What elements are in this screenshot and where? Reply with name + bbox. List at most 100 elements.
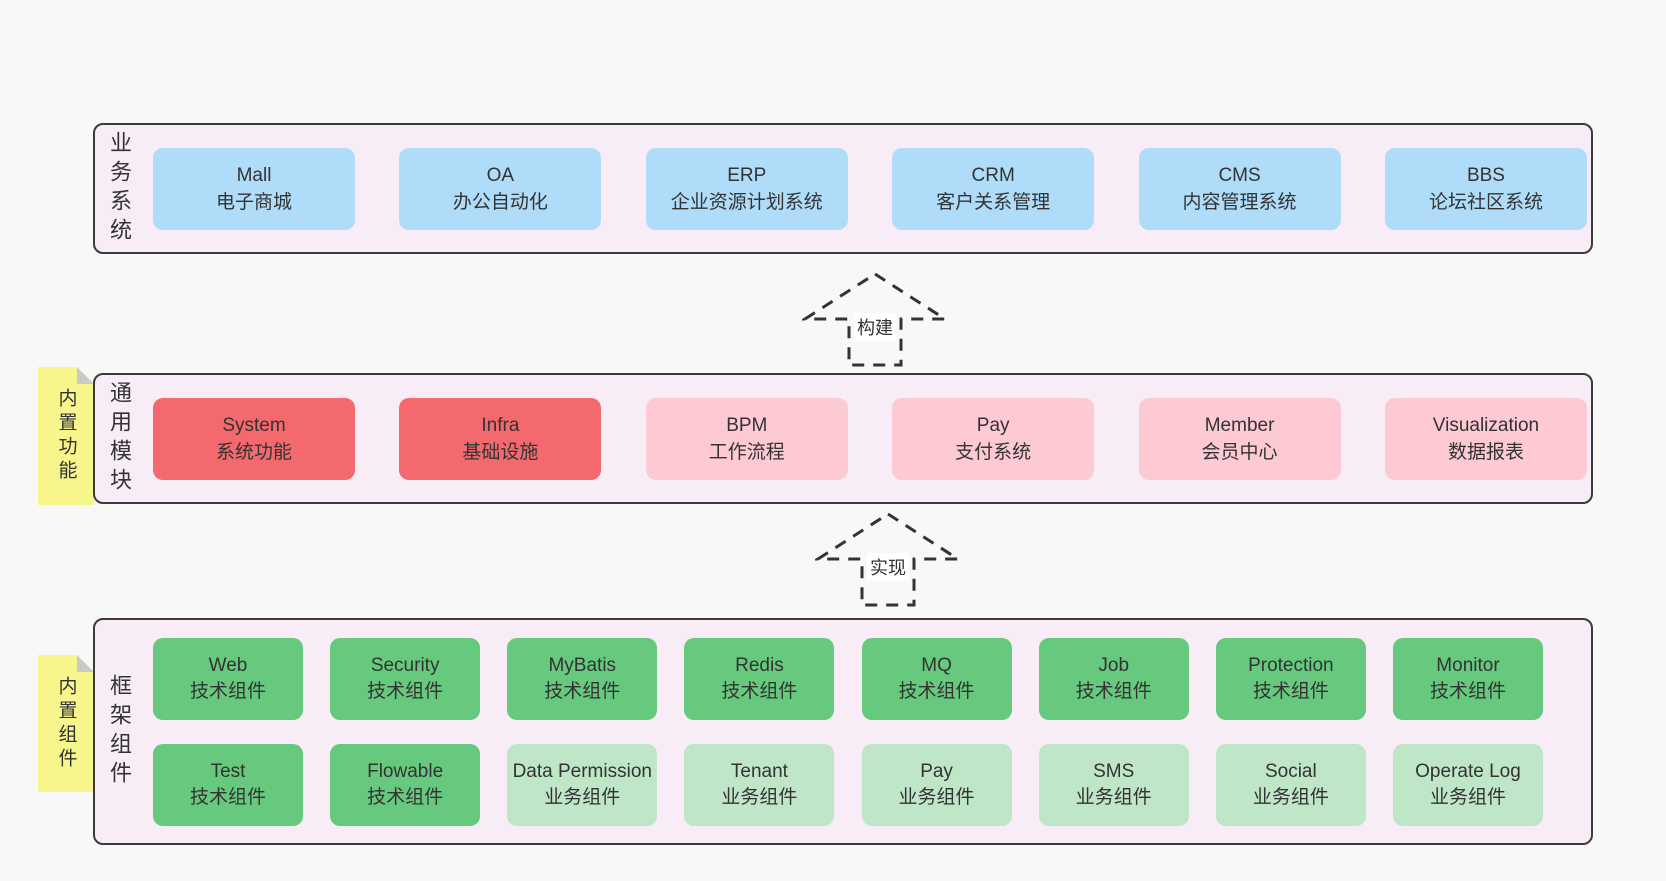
framework-components-row-2: Test 技术组件 Flowable 技术组件 Data Permission … xyxy=(153,743,1543,826)
box-subtitle: 技术组件 xyxy=(367,786,444,808)
box-mall: Mall 电子商城 xyxy=(153,147,355,230)
box-pay-system: Pay 支付系统 xyxy=(892,397,1095,480)
box-title: Web xyxy=(208,654,248,676)
box-title: BPM xyxy=(726,414,768,436)
arrow-implement: 实现 xyxy=(815,511,961,608)
box-title: ERP xyxy=(727,164,767,186)
box-system: System 系统功能 xyxy=(153,397,355,480)
box-title: Tenant xyxy=(730,760,788,782)
layer-common-modules: 通用模块 System 系统功能 Infra 基础设施 BPM 工作流程 Pay… xyxy=(93,373,1593,504)
box-bpm: BPM 工作流程 xyxy=(645,397,848,480)
layer-business-systems: 业务系统 Mall 电子商城 OA 办公自动化 ERP 企业资源计划系统 CRM… xyxy=(93,123,1593,254)
box-title: Social xyxy=(1264,760,1317,782)
box-redis: Redis 技术组件 xyxy=(684,637,835,720)
box-title: Pay xyxy=(976,414,1010,436)
common-modules-row: System 系统功能 Infra 基础设施 BPM 工作流程 Pay 支付系统… xyxy=(153,397,1587,480)
box-title: BBS xyxy=(1466,164,1505,186)
box-subtitle: 论坛社区系统 xyxy=(1428,191,1543,213)
box-title: Flowable xyxy=(367,760,444,782)
box-title: Mall xyxy=(236,164,272,186)
box-subtitle: 电子商城 xyxy=(215,191,292,213)
box-title: Security xyxy=(370,654,440,676)
arrow-label: 构建 xyxy=(854,313,896,341)
box-cms: CMS 内容管理系统 xyxy=(1138,147,1341,230)
box-subtitle: 客户关系管理 xyxy=(936,191,1051,213)
box-web: Web 技术组件 xyxy=(153,637,303,720)
box-title: Monitor xyxy=(1436,654,1500,676)
arrow-build: 构建 xyxy=(802,271,948,368)
box-subtitle: 技术组件 xyxy=(898,680,975,702)
box-subtitle: 业务组件 xyxy=(1252,786,1329,808)
box-oa: OA 办公自动化 xyxy=(399,147,602,230)
box-subtitle: 技术组件 xyxy=(1075,680,1152,702)
box-subtitle: 办公自动化 xyxy=(452,191,548,213)
box-member: Member 会员中心 xyxy=(1138,397,1341,480)
box-mybatis: MyBatis 技术组件 xyxy=(507,637,658,720)
box-sms: SMS 业务组件 xyxy=(1038,743,1189,826)
box-title: Operate Log xyxy=(1415,760,1521,782)
layer-label: 通用模块 xyxy=(107,380,132,497)
box-title: Test xyxy=(210,760,246,782)
layer-framework-components: 框架组件 Web 技术组件 Security 技术组件 MyBatis 技术组件… xyxy=(93,618,1593,845)
layer-label: 框架组件 xyxy=(107,673,132,790)
box-monitor: Monitor 技术组件 xyxy=(1392,637,1543,720)
box-social: Social 业务组件 xyxy=(1215,743,1366,826)
up-arrow-icon xyxy=(815,512,961,607)
box-data-permission: Data Permission 业务组件 xyxy=(507,743,658,826)
box-security: Security 技术组件 xyxy=(330,637,481,720)
box-title: MyBatis xyxy=(548,654,617,676)
box-tenant: Tenant 业务组件 xyxy=(684,743,835,826)
framework-components-row-1: Web 技术组件 Security 技术组件 MyBatis 技术组件 Redi… xyxy=(153,637,1543,720)
box-flowable: Flowable 技术组件 xyxy=(330,743,481,826)
sticky-note-builtin-features: 内置功能 xyxy=(38,367,94,505)
box-subtitle: 技术组件 xyxy=(189,680,266,702)
box-infra: Infra 基础设施 xyxy=(399,397,602,480)
sticky-label: 内置组件 xyxy=(55,675,77,772)
box-title: CMS xyxy=(1218,164,1261,186)
box-erp: ERP 企业资源计划系统 xyxy=(645,147,848,230)
box-title: Redis xyxy=(735,654,784,676)
up-arrow-icon xyxy=(802,272,948,367)
box-title: Visualization xyxy=(1432,414,1540,436)
box-subtitle: 业务组件 xyxy=(1429,786,1506,808)
box-title: Data Permission xyxy=(512,760,652,782)
box-title: SMS xyxy=(1093,760,1135,782)
box-title: System xyxy=(222,414,286,436)
arrow-label: 实现 xyxy=(867,553,909,581)
box-subtitle: 技术组件 xyxy=(721,680,798,702)
box-subtitle: 技术组件 xyxy=(367,680,444,702)
box-subtitle: 数据报表 xyxy=(1447,441,1524,463)
box-title: Member xyxy=(1204,414,1275,436)
box-subtitle: 内容管理系统 xyxy=(1182,191,1297,213)
box-crm: CRM 客户关系管理 xyxy=(892,147,1095,230)
box-subtitle: 技术组件 xyxy=(544,680,621,702)
box-title: Infra xyxy=(481,414,520,436)
box-test: Test 技术组件 xyxy=(153,743,303,826)
box-subtitle: 企业资源计划系统 xyxy=(670,191,823,213)
box-mq: MQ 技术组件 xyxy=(861,637,1012,720)
box-subtitle: 业务组件 xyxy=(1075,786,1152,808)
box-subtitle: 业务组件 xyxy=(898,786,975,808)
layer-label: 业务系统 xyxy=(107,130,132,247)
box-subtitle: 业务组件 xyxy=(544,786,621,808)
business-systems-row: Mall 电子商城 OA 办公自动化 ERP 企业资源计划系统 CRM 客户关系… xyxy=(153,147,1587,230)
box-subtitle: 支付系统 xyxy=(955,441,1032,463)
box-protection: Protection 技术组件 xyxy=(1215,637,1366,720)
box-subtitle: 技术组件 xyxy=(189,786,266,808)
box-subtitle: 业务组件 xyxy=(721,786,798,808)
box-bbs: BBS 论坛社区系统 xyxy=(1384,147,1587,230)
box-subtitle: 技术组件 xyxy=(1429,680,1506,702)
sticky-label: 内置功能 xyxy=(55,388,77,484)
box-title: OA xyxy=(486,164,515,186)
box-title: Job xyxy=(1098,654,1130,676)
box-job: Job 技术组件 xyxy=(1038,637,1189,720)
box-subtitle: 基础设施 xyxy=(462,441,539,463)
box-subtitle: 技术组件 xyxy=(1252,680,1329,702)
box-subtitle: 工作流程 xyxy=(708,441,785,463)
box-title: MQ xyxy=(921,654,952,676)
sticky-note-builtin-components: 内置组件 xyxy=(38,655,94,792)
box-title: Protection xyxy=(1248,654,1334,676)
box-subtitle: 会员中心 xyxy=(1201,441,1278,463)
box-operate-log: Operate Log 业务组件 xyxy=(1392,743,1543,826)
box-title: Pay xyxy=(920,760,953,782)
